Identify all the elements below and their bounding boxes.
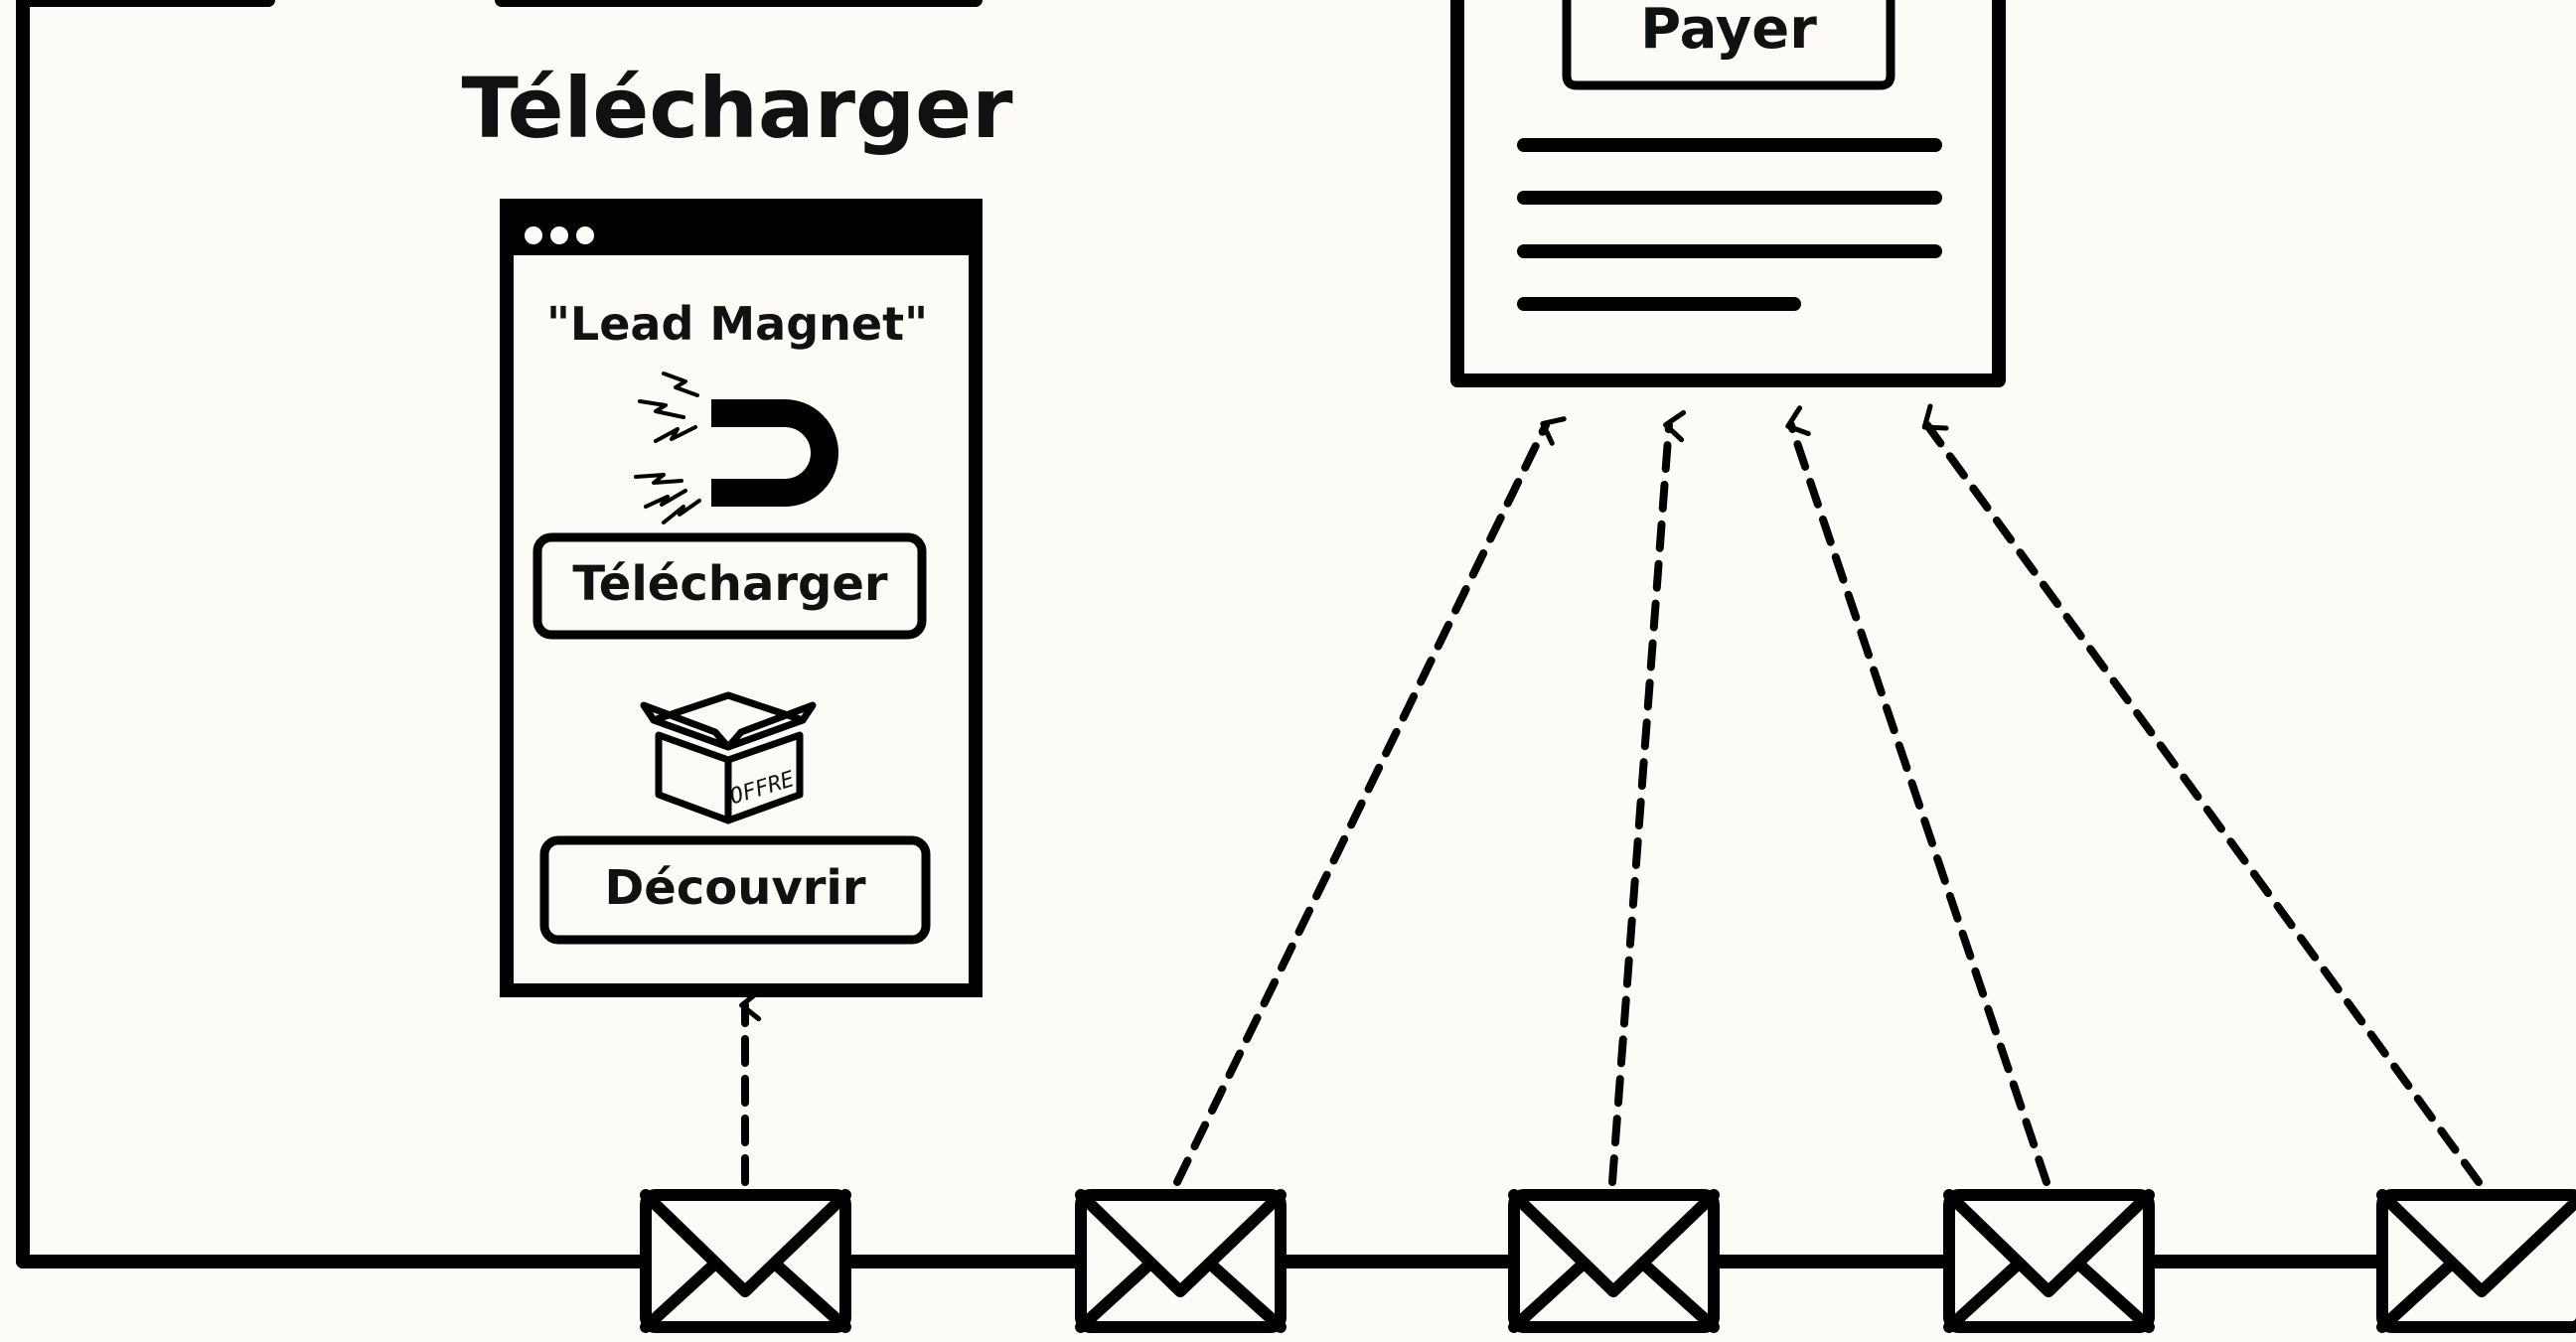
- sales-page-window: Payer: [1450, 0, 2006, 387]
- section-title: Télécharger: [461, 60, 1013, 157]
- pay-button[interactable]: Payer: [1562, 0, 1895, 90]
- email-to-sales-arrow: [1921, 403, 2483, 1186]
- email-sequence: [640, 1189, 2576, 1333]
- download-button-label: Télécharger: [572, 556, 888, 612]
- email-icon: [2376, 1189, 2576, 1333]
- landing-page-window: "Lead Magnet" Télécharger OFFRE: [500, 199, 983, 997]
- email-icon: [1508, 1189, 1720, 1333]
- email-to-sales-arrow: [1173, 416, 1567, 1186]
- email-icon: [640, 1189, 851, 1333]
- discover-button-label: Découvrir: [604, 860, 865, 916]
- email-icon: [1075, 1189, 1287, 1333]
- download-button[interactable]: Télécharger: [532, 532, 927, 640]
- discover-button[interactable]: Découvrir: [539, 835, 931, 945]
- pay-button-label: Payer: [1640, 0, 1817, 62]
- email-icon: [1943, 1189, 2155, 1333]
- lead-magnet-headline: "Lead Magnet": [546, 297, 928, 351]
- email-arrows: [739, 403, 2483, 1186]
- sales-copy-lines: [1517, 138, 1942, 311]
- magnet-icon: [634, 372, 838, 524]
- window-dots-icon: [525, 226, 594, 244]
- email-to-sales-arrow: [1785, 405, 2050, 1186]
- left-frame-connector: [16, 0, 983, 1268]
- email-to-sales-arrow: [1608, 409, 1687, 1186]
